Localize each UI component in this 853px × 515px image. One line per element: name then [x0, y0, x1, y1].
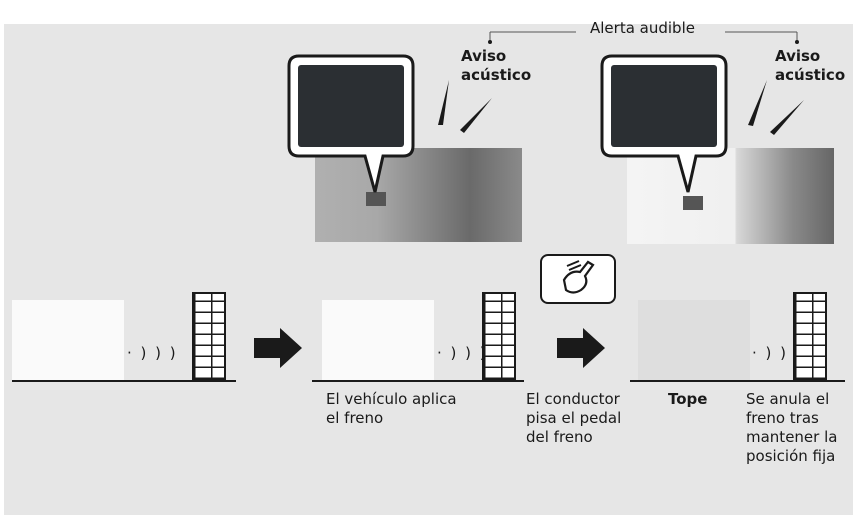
- arrow-2: [557, 328, 605, 368]
- caption-step-3: Tope: [668, 390, 708, 408]
- wall-obstacle-1: [192, 292, 226, 381]
- sound-waves-1: · ) ) ): [127, 344, 178, 362]
- wall-obstacle-2: [482, 292, 516, 381]
- sound-waves-3: · ) ) ): [752, 344, 803, 362]
- car-icon-2: [683, 196, 703, 210]
- warning-pointer-2a: [748, 80, 767, 126]
- audible-alert-title: Alerta audible: [590, 19, 695, 37]
- arrow-1: [254, 328, 302, 368]
- brake-pedal-icon: [540, 254, 616, 304]
- warning-pointer-1b: [460, 98, 492, 133]
- vehicle-view-2: [627, 148, 834, 244]
- ground-line-3: [630, 380, 845, 382]
- ground-line-1: [12, 380, 236, 382]
- caption-step-2: El conductor pisa el pedal del freno: [526, 390, 622, 446]
- sound-waves-2: · ) ) ): [437, 344, 488, 362]
- car-scene-1: [12, 300, 124, 380]
- warning-label-2: Aviso acústico: [775, 47, 846, 84]
- wall-obstacle-3: [793, 292, 827, 381]
- caption-step-1: El vehículo aplica el freno: [326, 390, 457, 427]
- display-screen-2: [611, 65, 717, 147]
- vehicle-view-1: [315, 148, 522, 242]
- car-scene-2: [322, 300, 434, 380]
- display-callout-1: [287, 54, 415, 193]
- display-screen-1: [298, 65, 404, 147]
- ground-line-2: [312, 380, 524, 382]
- caption-step-4: Se anula el freno tras mantener la posic…: [746, 390, 838, 465]
- warning-pointer-2b: [770, 100, 804, 135]
- car-icon-1: [366, 192, 386, 206]
- warning-label-1: Aviso acústico: [461, 47, 532, 84]
- warning-pointer-1a: [438, 80, 449, 125]
- car-scene-3: [638, 300, 750, 380]
- display-callout-2: [600, 54, 728, 193]
